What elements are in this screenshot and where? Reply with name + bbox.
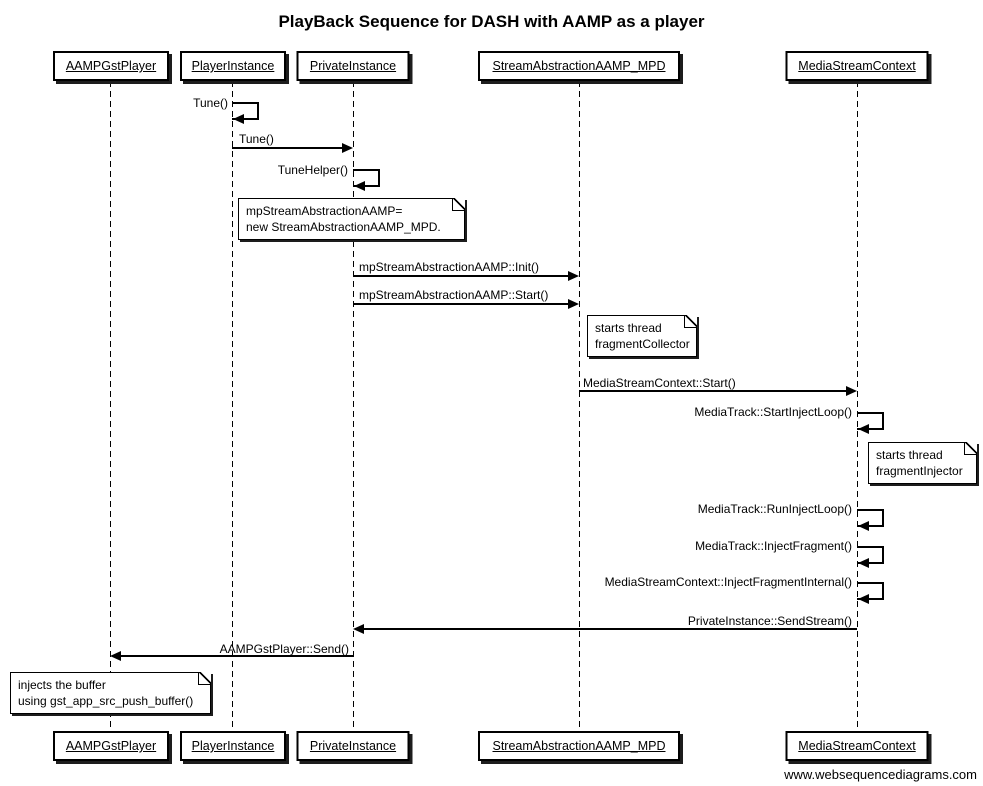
participant-label: AAMPGstPlayer bbox=[65, 59, 157, 73]
note-line: fragmentCollector bbox=[595, 337, 690, 351]
note-fragment-injector: starts thread fragmentInjector bbox=[868, 442, 977, 484]
message-line bbox=[353, 275, 570, 277]
participant-top-mediastreamcontext: MediaStreamContext bbox=[785, 51, 929, 81]
message-label-runinjectloop: MediaTrack::RunInjectLoop() bbox=[697, 502, 852, 516]
message-line bbox=[232, 147, 344, 149]
message-label-injectfragment: MediaTrack::InjectFragment() bbox=[695, 539, 852, 553]
arrowhead-left-icon bbox=[233, 114, 244, 124]
participant-top-playerinstance: PlayerInstance bbox=[180, 51, 286, 81]
arrowhead-left-icon bbox=[110, 651, 121, 661]
participant-label: PrivateInstance bbox=[309, 59, 397, 73]
message-label-startinjectloop: MediaTrack::StartInjectLoop() bbox=[694, 405, 852, 419]
arrowhead-right-icon bbox=[568, 271, 579, 281]
watermark: www.websequencediagrams.com bbox=[784, 767, 977, 782]
participant-label: MediaStreamContext bbox=[798, 59, 916, 73]
message-line bbox=[353, 303, 570, 305]
arrowhead-right-icon bbox=[846, 386, 857, 396]
arrowhead-right-icon bbox=[568, 299, 579, 309]
participant-top-streamabstractionaamp-mpd: StreamAbstractionAAMP_MPD bbox=[478, 51, 680, 81]
self-call-loop bbox=[857, 582, 884, 600]
message-line bbox=[579, 390, 847, 392]
note-line: new StreamAbstractionAAMP_MPD. bbox=[246, 220, 441, 234]
participant-bottom-playerinstance: PlayerInstance bbox=[180, 731, 286, 761]
message-line bbox=[121, 655, 353, 657]
lifeline-privateinstance bbox=[353, 81, 354, 731]
note-line: injects the buffer bbox=[18, 678, 106, 692]
participant-top-privateinstance: PrivateInstance bbox=[296, 51, 410, 81]
note-gst-push-buffer: injects the buffer using gst_app_src_pus… bbox=[10, 672, 211, 714]
self-call-loop bbox=[857, 509, 884, 527]
arrowhead-left-icon bbox=[858, 521, 869, 531]
message-label-tunehelper: TuneHelper() bbox=[277, 163, 348, 177]
self-call-loop bbox=[353, 169, 380, 187]
note-line: using gst_app_src_push_buffer() bbox=[18, 694, 194, 708]
note-fragment-collector: starts thread fragmentCollector bbox=[587, 315, 697, 357]
message-label-gst-send: AAMPGstPlayer::Send() bbox=[219, 642, 349, 656]
note-create-stream-abstraction: mpStreamAbstractionAAMP= new StreamAbstr… bbox=[238, 198, 465, 240]
message-label-tune: Tune() bbox=[239, 132, 274, 146]
diagram-title: PlayBack Sequence for DASH with AAMP as … bbox=[278, 12, 705, 31]
lifeline-mediastreamcontext bbox=[857, 81, 858, 731]
arrowhead-left-icon bbox=[858, 424, 869, 434]
arrowhead-left-icon bbox=[353, 624, 364, 634]
arrowhead-left-icon bbox=[354, 181, 365, 191]
participant-label: PrivateInstance bbox=[309, 739, 397, 753]
arrowhead-left-icon bbox=[858, 558, 869, 568]
participant-label: StreamAbstractionAAMP_MPD bbox=[492, 59, 666, 73]
message-label-init: mpStreamAbstractionAAMP::Init() bbox=[359, 260, 540, 274]
self-call-loop bbox=[232, 102, 259, 120]
message-label-msc-start: MediaStreamContext::Start() bbox=[583, 376, 736, 390]
self-call-loop bbox=[857, 412, 884, 430]
note-line: mpStreamAbstractionAAMP= bbox=[246, 204, 403, 218]
lifeline-aampgstplayer bbox=[110, 81, 111, 731]
self-call-loop bbox=[857, 546, 884, 564]
participant-bottom-aampgstplayer: AAMPGstPlayer bbox=[53, 731, 169, 761]
arrowhead-right-icon bbox=[342, 143, 353, 153]
participant-label: MediaStreamContext bbox=[798, 739, 916, 753]
message-label-injectfragmentinternal: MediaStreamContext::InjectFragmentIntern… bbox=[604, 575, 852, 589]
note-line: starts thread bbox=[876, 448, 943, 462]
participant-bottom-privateinstance: PrivateInstance bbox=[296, 731, 410, 761]
note-line: starts thread bbox=[595, 321, 662, 335]
participant-label: PlayerInstance bbox=[191, 59, 275, 73]
arrowhead-left-icon bbox=[858, 594, 869, 604]
message-line bbox=[364, 628, 857, 630]
message-label-start: mpStreamAbstractionAAMP::Start() bbox=[359, 288, 549, 302]
participant-label: AAMPGstPlayer bbox=[65, 739, 157, 753]
message-label-sendstream: PrivateInstance::SendStream() bbox=[687, 614, 852, 628]
message-label-tune-self: Tune() bbox=[193, 96, 228, 110]
lifeline-playerinstance bbox=[232, 81, 233, 731]
participant-label: StreamAbstractionAAMP_MPD bbox=[492, 739, 666, 753]
participant-bottom-mediastreamcontext: MediaStreamContext bbox=[785, 731, 929, 761]
note-line: fragmentInjector bbox=[876, 464, 963, 478]
participant-label: PlayerInstance bbox=[191, 739, 275, 753]
participant-top-aampgstplayer: AAMPGstPlayer bbox=[53, 51, 169, 81]
lifeline-streamabstractionaamp-mpd bbox=[579, 81, 580, 731]
participant-bottom-streamabstractionaamp-mpd: StreamAbstractionAAMP_MPD bbox=[478, 731, 680, 761]
